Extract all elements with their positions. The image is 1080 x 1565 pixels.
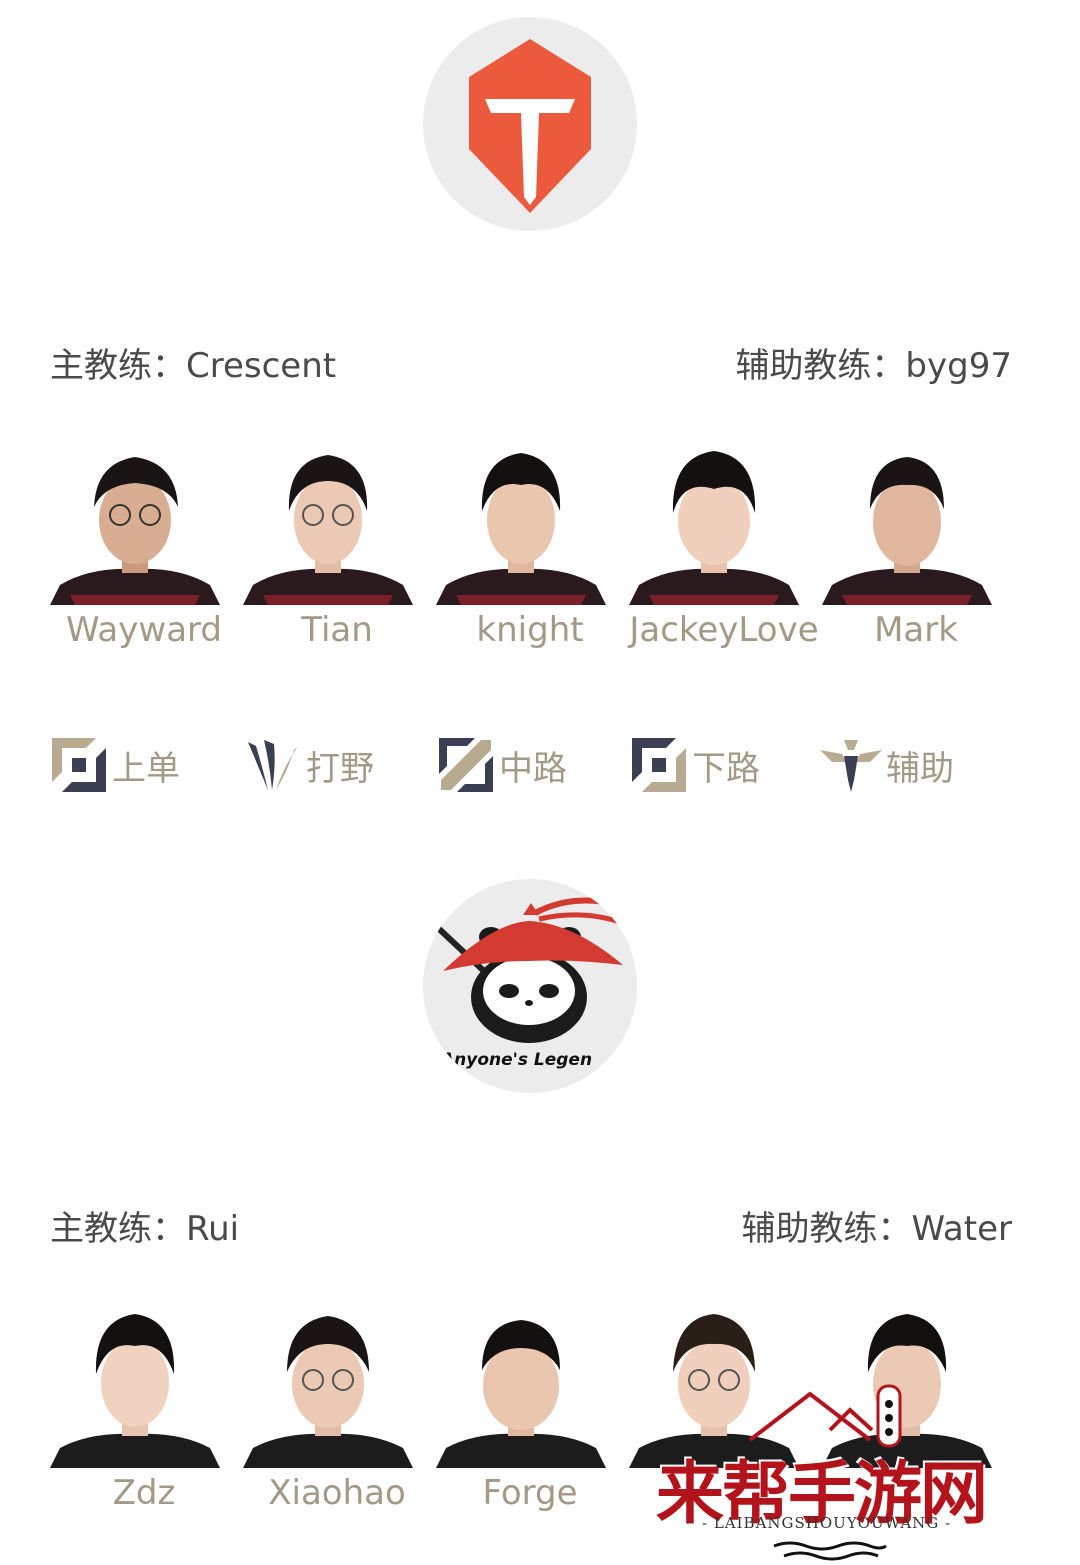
team2-assistant-coach: 辅助教练：Water — [741, 1209, 1012, 1249]
house-roof-icon — [748, 1384, 902, 1448]
player-name-tian: Tian — [301, 610, 373, 650]
watermark-title: 来帮手游网 — [656, 1454, 988, 1534]
top-lane-icon — [52, 738, 106, 792]
role-label-top: 上单 — [112, 748, 180, 789]
watermark-subtitle: - LAIBANGSHOUYOUWANG - — [702, 1514, 952, 1532]
player-photo-forge — [436, 1308, 606, 1468]
player-photo-knight — [436, 445, 606, 605]
site-watermark: 来帮手游网 - LAIBANGSHOUYOUWANG - — [640, 1380, 1020, 1565]
player-photo-tian — [243, 445, 413, 605]
team2-logo: Anyone's Legen — [423, 879, 637, 1093]
role-mid: 中路 — [437, 735, 567, 795]
role-bot: 下路 — [630, 735, 760, 795]
role-support: 辅助 — [820, 735, 954, 795]
team1-assistant-coach: 辅助教练：byg97 — [735, 346, 1012, 386]
support-icon — [820, 740, 882, 792]
player-name-forge: Forge — [482, 1473, 578, 1513]
team1-head-coach: 主教练：Crescent — [50, 346, 337, 386]
player-name-zdz: Zdz — [112, 1473, 176, 1513]
player-photo-zdz — [50, 1308, 220, 1468]
al-panda-logo-icon: Anyone's Legen — [434, 897, 624, 1070]
role-label-jungle: 打野 — [306, 748, 374, 789]
player-photo-wayward — [50, 445, 220, 605]
team2-head-coach: 主教练：Rui — [50, 1209, 240, 1249]
tes-logo-icon — [469, 39, 591, 213]
player-name-knight: knight — [476, 610, 584, 650]
mid-lane-icon — [439, 738, 493, 792]
player-photo-jackeylove — [629, 445, 799, 605]
al-logo-text: Anyone's Legen — [439, 1050, 592, 1070]
player-photo-xiaohao — [243, 1308, 413, 1468]
role-label-mid: 中路 — [499, 748, 567, 789]
jungle-icon — [248, 740, 298, 790]
role-label-bot: 下路 — [692, 748, 760, 789]
player-name-jackeylove: JackeyLove — [629, 610, 819, 650]
player-name-wayward: Wayward — [65, 610, 222, 650]
bot-lane-icon — [632, 738, 686, 792]
player-photo-mark — [822, 445, 992, 605]
role-label-support: 辅助 — [886, 748, 954, 789]
role-top: 上单 — [50, 735, 180, 795]
player-photo-4 — [629, 1308, 799, 1468]
team1-logo — [423, 17, 637, 231]
player-name-xiaohao: Xiaohao — [268, 1473, 406, 1513]
wave-icon — [773, 1541, 887, 1561]
player-name-mark: Mark — [874, 610, 958, 650]
role-jungle: 打野 — [244, 735, 374, 795]
